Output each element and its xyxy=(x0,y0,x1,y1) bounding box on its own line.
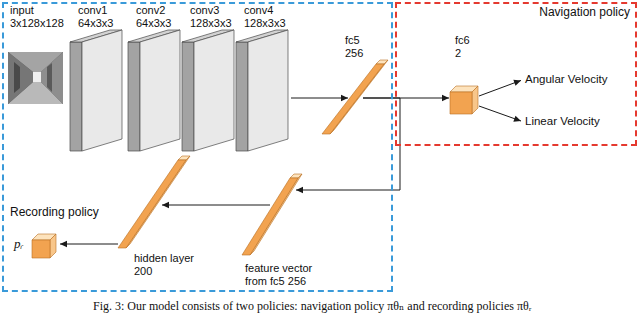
arrow-head xyxy=(341,95,348,101)
fc-layer: hidden layer 200 xyxy=(114,154,192,252)
photo-wall xyxy=(8,52,33,104)
photo-wall xyxy=(41,52,63,104)
output-label: Linear Velocity xyxy=(525,114,600,128)
connector-line xyxy=(60,244,118,245)
node-label: Angular Velocity xyxy=(525,72,607,86)
figure-caption: Fig. 3: Our model consists of two polici… xyxy=(93,299,532,313)
arrow-head xyxy=(60,241,67,247)
beam-front xyxy=(118,160,186,248)
node-label: Recording policy xyxy=(10,205,99,219)
connector-line xyxy=(162,205,270,206)
node-label: feature vector from fc5 256 xyxy=(245,262,329,288)
node-label: Linear Velocity xyxy=(525,114,600,128)
slab-shape xyxy=(70,30,124,151)
node-label: fc6 2 xyxy=(455,34,470,60)
slab-shape xyxy=(182,30,236,151)
beam-top xyxy=(376,60,388,64)
slab-front xyxy=(182,42,194,151)
node-label: conv1 64x3x3 xyxy=(78,4,113,30)
node-label: hidden layer 200 xyxy=(134,252,208,278)
slab-side xyxy=(248,30,288,151)
slab-front xyxy=(236,42,248,151)
slab-side xyxy=(140,30,180,151)
policy-region: Recording policyinput 3x128x128conv1 64x… xyxy=(2,2,393,292)
beam-top xyxy=(178,156,190,160)
arrow-head xyxy=(162,202,169,208)
cube-side xyxy=(50,234,56,258)
connector-line xyxy=(291,98,348,99)
connector xyxy=(162,202,270,208)
arrow-head xyxy=(513,80,521,86)
slab-side xyxy=(194,30,234,151)
node-label: conv3 128x3x3 xyxy=(190,4,232,30)
beam-front xyxy=(322,64,384,134)
fc-layer: feature vector from fc5 256 xyxy=(238,172,304,260)
photo-ground xyxy=(8,52,63,104)
conv-layer: conv3 128x3x3 xyxy=(182,30,236,151)
output-layer: pᵣ xyxy=(32,232,58,258)
slab-front xyxy=(70,42,82,151)
cube-front xyxy=(450,92,472,114)
beam-front xyxy=(242,178,298,255)
fc-layer: fc6 2 xyxy=(450,84,480,114)
cube-shape xyxy=(450,84,480,114)
arrow-head xyxy=(442,95,449,101)
node-label: fc5 256 xyxy=(345,34,363,60)
cube-shape xyxy=(32,232,58,258)
arrow-head xyxy=(513,116,521,122)
beam-shape xyxy=(114,154,192,252)
node-label: conv2 64x3x3 xyxy=(136,4,171,30)
conv-layer: conv4 128x3x3 xyxy=(236,30,290,151)
conv-layer: conv2 64x3x3 xyxy=(128,30,182,151)
connector-line xyxy=(479,106,521,121)
connector xyxy=(479,106,521,122)
arrow-head xyxy=(296,187,303,193)
output-label: Angular Velocity xyxy=(525,72,607,86)
fc-layer: fc5 256 xyxy=(320,58,390,138)
connector xyxy=(479,80,521,96)
connector-line xyxy=(479,80,521,96)
input-image: input 3x128x128 xyxy=(8,52,63,104)
connector xyxy=(60,241,118,247)
node-label: Navigation policy xyxy=(539,5,630,19)
slab-side xyxy=(82,30,122,151)
beam-shape xyxy=(238,172,304,260)
beam-shape xyxy=(320,58,390,138)
beam-top xyxy=(290,174,302,178)
photo-shape xyxy=(8,52,63,104)
conv-layer: conv1 64x3x3 xyxy=(70,30,124,151)
photo-door xyxy=(14,62,20,93)
slab-shape xyxy=(236,30,290,151)
slab-front xyxy=(128,42,140,151)
policy-region: Navigation policy fc6 2 Angular VelocityLi… xyxy=(395,2,637,146)
node-label: input 3x128x128 xyxy=(10,4,64,30)
node-label: conv4 128x3x3 xyxy=(244,4,286,30)
slab-shape xyxy=(128,30,182,151)
photo-end xyxy=(33,72,41,82)
cube-front xyxy=(32,240,50,258)
connector xyxy=(291,95,348,101)
node-label: pᵣ xyxy=(14,236,24,251)
cube-side xyxy=(472,86,478,114)
photo-door xyxy=(47,63,52,92)
